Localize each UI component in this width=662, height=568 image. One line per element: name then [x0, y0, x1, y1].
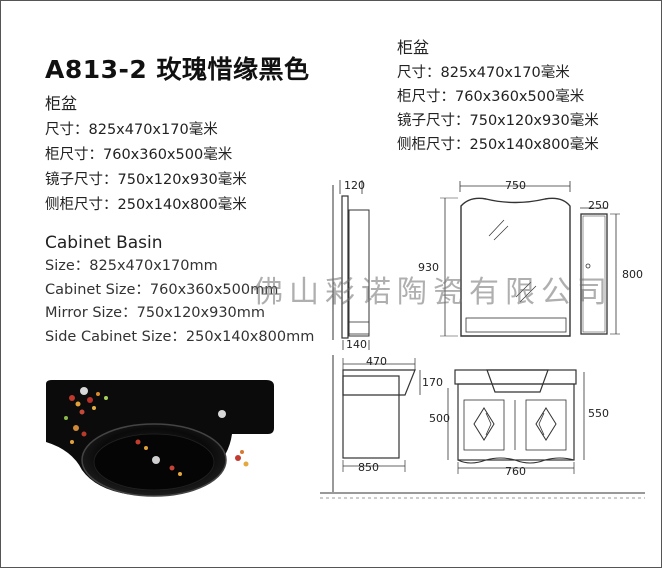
cabinet-side-view: [332, 355, 421, 492]
cabinet-front-view: [447, 369, 585, 474]
spec-cn-right: 柜盆 尺寸：825x470x170毫米 柜尺寸：760x360x500毫米 镜子…: [397, 34, 599, 157]
basin-photo: [46, 380, 274, 497]
spec-cn-right-side-cabinet: 侧柜尺寸：250x140x800毫米: [397, 137, 599, 153]
mirror-side-view: [332, 180, 370, 350]
spec-en-heading: Cabinet Basin: [45, 233, 163, 253]
spec-cn-right-mirror: 镜子尺寸：750x120x930毫米: [397, 113, 599, 129]
spec-en-mirror: Mirror Size：750x120x930mm: [45, 305, 266, 321]
spec-cn-left: 柜盆 尺寸：825x470x170毫米 柜尺寸：760x360x500毫米 镜子…: [45, 90, 247, 218]
spec-cn-cabinet: 柜尺寸：760x360x500毫米: [45, 147, 233, 163]
dim-basin-depth: 470: [366, 355, 387, 368]
dim-mirror-height: 930: [418, 261, 439, 274]
spec-en: Cabinet Basin Size：825x470x170mm Cabinet…: [45, 233, 314, 349]
dim-side-cabinet-height: 800: [622, 268, 643, 281]
spec-en-size: Size：825x470x170mm: [45, 258, 218, 274]
side-cabinet-view: [580, 207, 620, 335]
spec-cn-right-heading: 柜盆: [397, 38, 430, 57]
product-title: A813-2 玫瑰惜缘黑色: [45, 55, 310, 84]
dim-side-cabinet-width: 250: [588, 199, 609, 212]
spec-cn-size: 尺寸：825x470x170毫米: [45, 122, 218, 138]
dim-basin-height: 170: [422, 376, 443, 389]
spec-cn-mirror: 镜子尺寸：750x120x930毫米: [45, 172, 247, 188]
dim-mirror-width: 750: [505, 179, 526, 192]
spec-cn-right-size: 尺寸：825x470x170毫米: [397, 65, 570, 81]
dim-side-total-depth: 850: [358, 461, 379, 474]
dim-shelf-depth: 140: [346, 338, 367, 351]
mirror-front-view: [440, 181, 571, 337]
spec-en-cabinet: Cabinet Size：760x360x500mm: [45, 281, 279, 298]
spec-cn-side-cabinet: 侧柜尺寸：250x140x800毫米: [45, 197, 247, 213]
spec-en-side-cabinet: Side Cabinet Size：250x140x800mm: [45, 328, 315, 345]
dim-cabinet-height: 500: [429, 412, 450, 425]
watermark-text: 佛山彩诺陶瓷有限公司: [253, 275, 613, 310]
rose-flowers: [64, 392, 249, 476]
spec-cn-right-cabinet: 柜尺寸：760x360x500毫米: [397, 89, 585, 105]
spec-cn-heading: 柜盆: [45, 94, 78, 113]
dim-cabinet-width: 760: [505, 465, 526, 478]
dim-total-height: 550: [588, 407, 609, 420]
dim-mirror-side-depth: 120: [344, 179, 365, 192]
